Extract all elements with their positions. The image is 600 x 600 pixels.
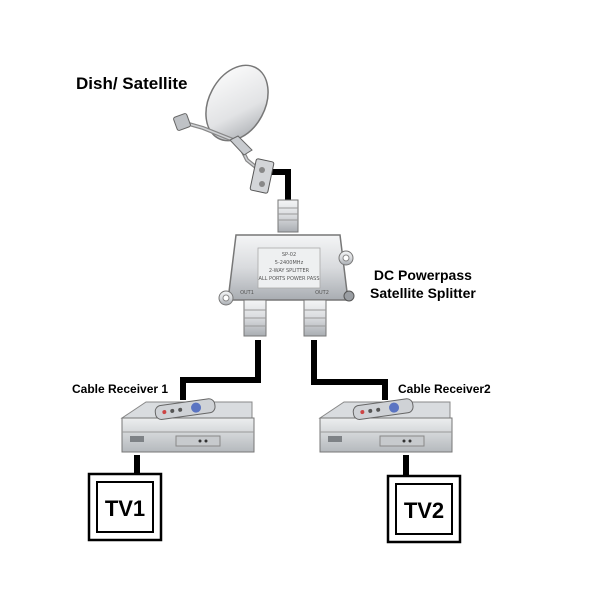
- splitter-model: SP-02: [282, 252, 296, 258]
- dish-label: Dish/ Satellite: [76, 74, 188, 93]
- dish-lnb: [173, 113, 191, 131]
- splitter: SP-02 5-2400MHz 2-WAY SPLITTER ALL PORTS…: [218, 199, 355, 337]
- receiver-1: [120, 398, 255, 453]
- splitter-ground-screw: [343, 290, 355, 302]
- splitter-label-line1: DC Powerpass: [373, 267, 472, 283]
- tv1-screen: [96, 481, 154, 533]
- remote-1: [154, 398, 216, 420]
- cables: [134, 169, 409, 480]
- receiver1-body: [121, 417, 255, 453]
- splitter-freq: 5-2400MHz: [275, 260, 304, 266]
- dish-bracket: [249, 158, 275, 194]
- cable-splitter-to-receiver1: [180, 340, 261, 400]
- tv1-label: TV1: [105, 496, 145, 521]
- satellite-dish: [173, 64, 275, 194]
- dish-reflector: [205, 64, 269, 142]
- tv-2: TV2: [386, 474, 462, 544]
- splitter-label-line2: Satellite Splitter: [370, 285, 476, 301]
- splitter-power: ALL PORTS POWER PASS: [258, 276, 319, 282]
- splitter-input-connector: [277, 199, 299, 233]
- receiver1-label: Cable Receiver 1: [72, 382, 169, 396]
- receiver-2: [318, 398, 453, 453]
- tv-1: TV1: [87, 472, 163, 542]
- dish-mount: [229, 135, 253, 156]
- receiver2-label: Cable Receiver2: [398, 382, 491, 396]
- cable-splitter-to-receiver2: [311, 340, 388, 400]
- tv2-label: TV2: [404, 498, 444, 523]
- tv2-screen: [395, 483, 453, 535]
- remote-2: [352, 398, 414, 420]
- splitter-out1: OUT1: [240, 290, 254, 296]
- splitter-out2: OUT2: [315, 290, 329, 296]
- splitter-type: 2-WAY SPLITTER: [269, 268, 310, 274]
- receiver2-body: [319, 417, 453, 453]
- splitter-label: DC Powerpass Satellite Splitter: [370, 266, 476, 302]
